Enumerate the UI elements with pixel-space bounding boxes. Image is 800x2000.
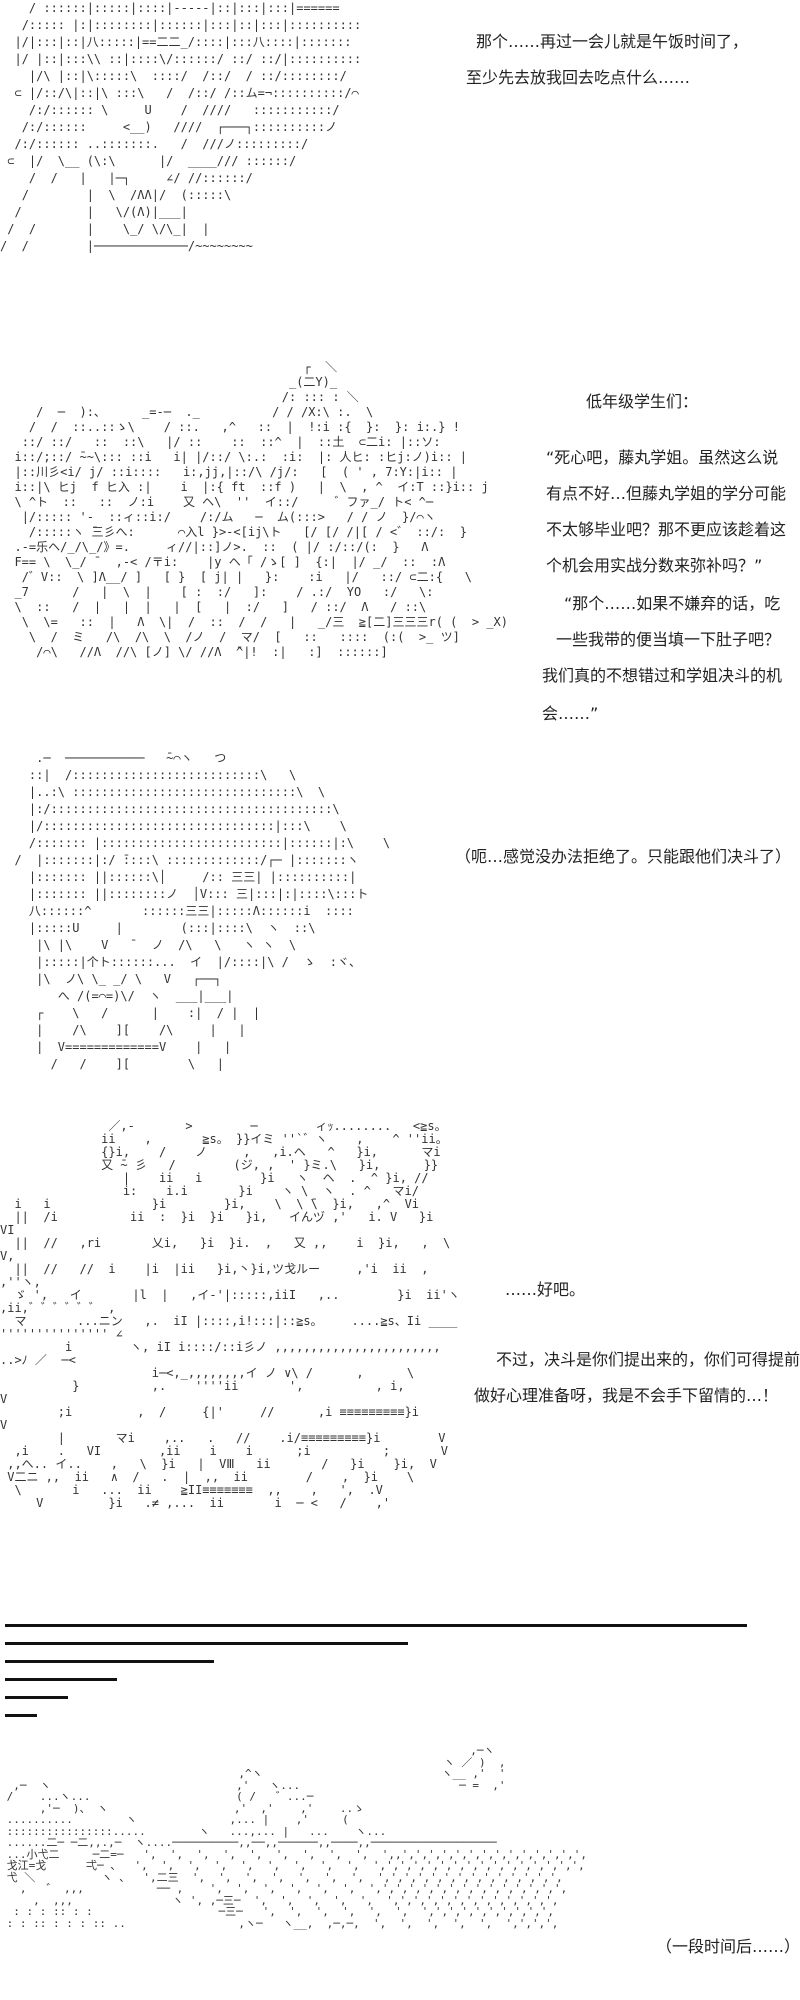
divider-line — [5, 1678, 117, 1681]
dialogue-line: 我们真的不想错过和学姐决斗的机 — [542, 666, 783, 685]
time-skip-caption: （一段时间后……） — [656, 1937, 800, 1956]
dialogue-line: 有点不好…但藤丸学姐的学分可能 — [546, 484, 787, 503]
ascii-art-panel-3: .─ ─────────── ̄~⌒ヽ つ ::| /:::::::::::::… — [14, 751, 391, 1071]
dialogue-line: 做好心理准备呀，我是不会手下留情的…！ — [474, 1386, 779, 1405]
dialogue-line: “那个……如果不嫌弃的话，吃 — [564, 594, 781, 613]
ascii-art-panel-4: ／,- > ─ ィｯ........ <≧s。 ii , ≧s。 }}イミ ''… — [0, 1119, 460, 1510]
dialogue-line: 至少先去放我回去吃点什么…… — [466, 68, 691, 87]
dialogue-line: 一些我带的便当填一下肚子吧？ — [556, 630, 781, 649]
divider-line — [5, 1660, 214, 1663]
inner-monologue: （呃…感觉没办法拒绝了。只能跟他们决斗了） — [455, 847, 792, 866]
dialogue-line: “死心吧，藤丸学姐。虽然这么说 — [546, 448, 779, 467]
dialogue-line: ……好吧。 — [505, 1280, 586, 1299]
ascii-art-panel-2: ┌ ＼ _(二Y)_ /: ::: : ＼ / ─ ):、 _=-─ ._ / … — [14, 360, 508, 659]
ascii-art-panel-5: ,─ヽ ヽ ／ ) , ,^ヽ ヽ__ ,' ' ,─ ヽ ,' ヽ... — [6, 1744, 588, 1930]
dialogue-line: 会……” — [542, 704, 599, 723]
dialogue-line: 个机会用实战分数来弥补吗？” — [546, 556, 763, 575]
divider-line — [5, 1696, 68, 1699]
dialogue-line: 那个……再过一会儿就是午饭时间了， — [476, 32, 749, 51]
dialogue-line: 不太够毕业吧？那不更应该趁着这 — [546, 520, 787, 539]
ascii-art-panel-1: / ::::::|:::::|::::|-----|::|:::|:::|===… — [0, 1, 362, 253]
divider-line — [5, 1642, 408, 1645]
divider-line — [5, 1624, 747, 1627]
speaker-heading: 低年级学生们： — [586, 392, 699, 411]
divider-line — [5, 1714, 37, 1717]
dialogue-line: 不过，决斗是你们提出来的，你们可得提前 — [496, 1350, 800, 1369]
